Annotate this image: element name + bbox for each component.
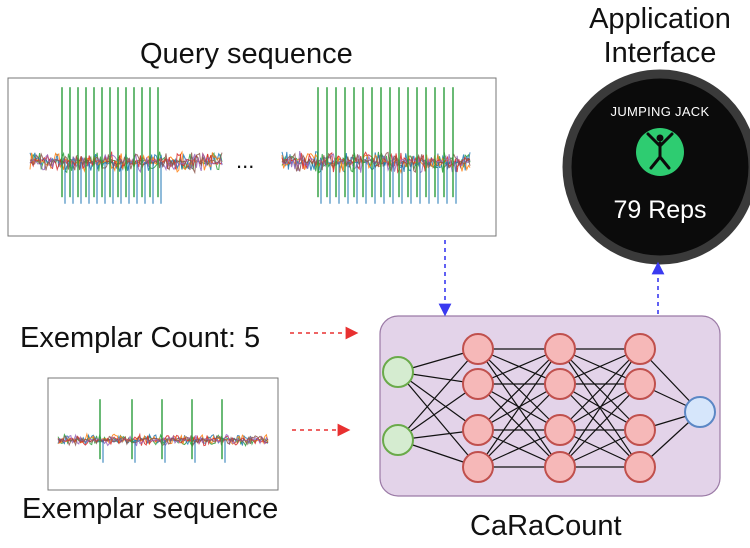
jumping-person-icon bbox=[646, 132, 674, 170]
network-edge bbox=[477, 348, 561, 468]
query-signal-plot-right bbox=[281, 87, 471, 204]
network-edge bbox=[559, 348, 641, 431]
query-signal-plot-left bbox=[29, 87, 223, 204]
network-edge bbox=[559, 383, 641, 468]
hidden-node bbox=[624, 368, 656, 400]
hidden-node bbox=[624, 414, 656, 446]
hidden-node bbox=[544, 451, 576, 483]
hidden-node bbox=[462, 368, 494, 400]
hidden-node bbox=[624, 333, 656, 365]
watch-rep-count: 79 Reps bbox=[613, 196, 707, 224]
smartwatch bbox=[562, 69, 750, 265]
application-title-line1: Application bbox=[589, 3, 731, 35]
ellipsis: ... bbox=[236, 148, 255, 173]
network-edge bbox=[477, 383, 561, 468]
hidden-node bbox=[544, 368, 576, 400]
output-node bbox=[684, 396, 716, 428]
network-edge bbox=[397, 348, 479, 441]
network-nodes bbox=[382, 333, 716, 483]
query-sequence-title: Query sequence bbox=[140, 38, 353, 70]
network-edge bbox=[477, 348, 561, 431]
caracount-title: CaRaCount bbox=[470, 510, 622, 542]
watch-exercise-name: JUMPING JACK bbox=[610, 104, 710, 119]
exemplar-sequence-title: Exemplar sequence bbox=[22, 493, 279, 525]
application-title-line2: Interface bbox=[603, 37, 717, 69]
exemplar-count-label: Exemplar Count: 5 bbox=[20, 322, 261, 354]
hidden-node bbox=[544, 333, 576, 365]
hidden-node bbox=[544, 414, 576, 446]
hidden-node bbox=[462, 414, 494, 446]
network-edge bbox=[559, 348, 641, 468]
input-node bbox=[382, 424, 414, 456]
network-edge bbox=[397, 371, 479, 431]
exemplar-signal-plot bbox=[57, 399, 269, 463]
hidden-node bbox=[462, 333, 494, 365]
input-node bbox=[382, 356, 414, 388]
hidden-node bbox=[462, 451, 494, 483]
network-edge bbox=[397, 371, 479, 468]
hidden-node bbox=[624, 451, 656, 483]
exemplar-sequence-box bbox=[47, 377, 279, 491]
network-edge bbox=[397, 383, 479, 441]
application-interface-title: Application Interface bbox=[560, 2, 750, 70]
